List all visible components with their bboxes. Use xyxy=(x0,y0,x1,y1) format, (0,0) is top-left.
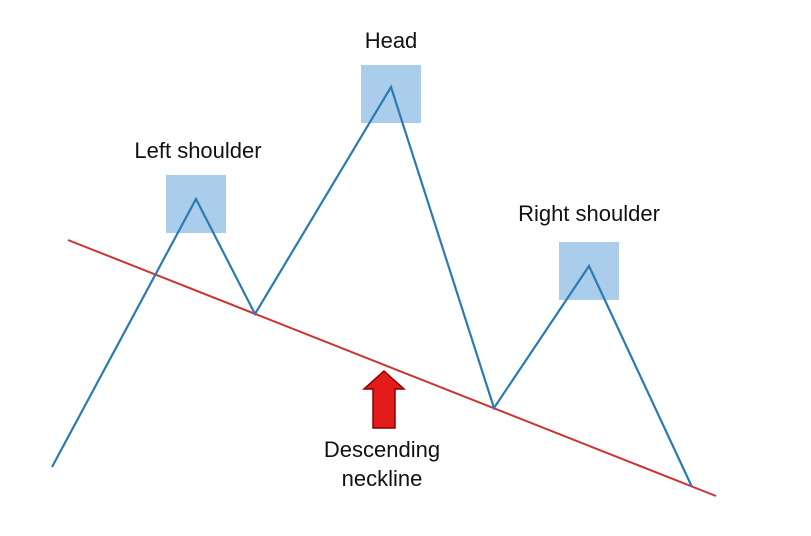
descending-neckline xyxy=(67,239,717,497)
price-line xyxy=(51,84,693,488)
head-label: Head xyxy=(365,28,418,53)
right-shoulder-highlight xyxy=(559,242,619,300)
left-shoulder-highlight xyxy=(166,175,226,233)
head-highlight xyxy=(361,65,421,123)
right-shoulder-label: Right shoulder xyxy=(518,201,660,226)
neckline-label-line-1: Descending xyxy=(324,437,440,462)
left-shoulder-label: Left shoulder xyxy=(134,138,261,163)
neckline-label-line-2: neckline xyxy=(342,466,423,491)
up-arrow-icon xyxy=(362,369,406,429)
